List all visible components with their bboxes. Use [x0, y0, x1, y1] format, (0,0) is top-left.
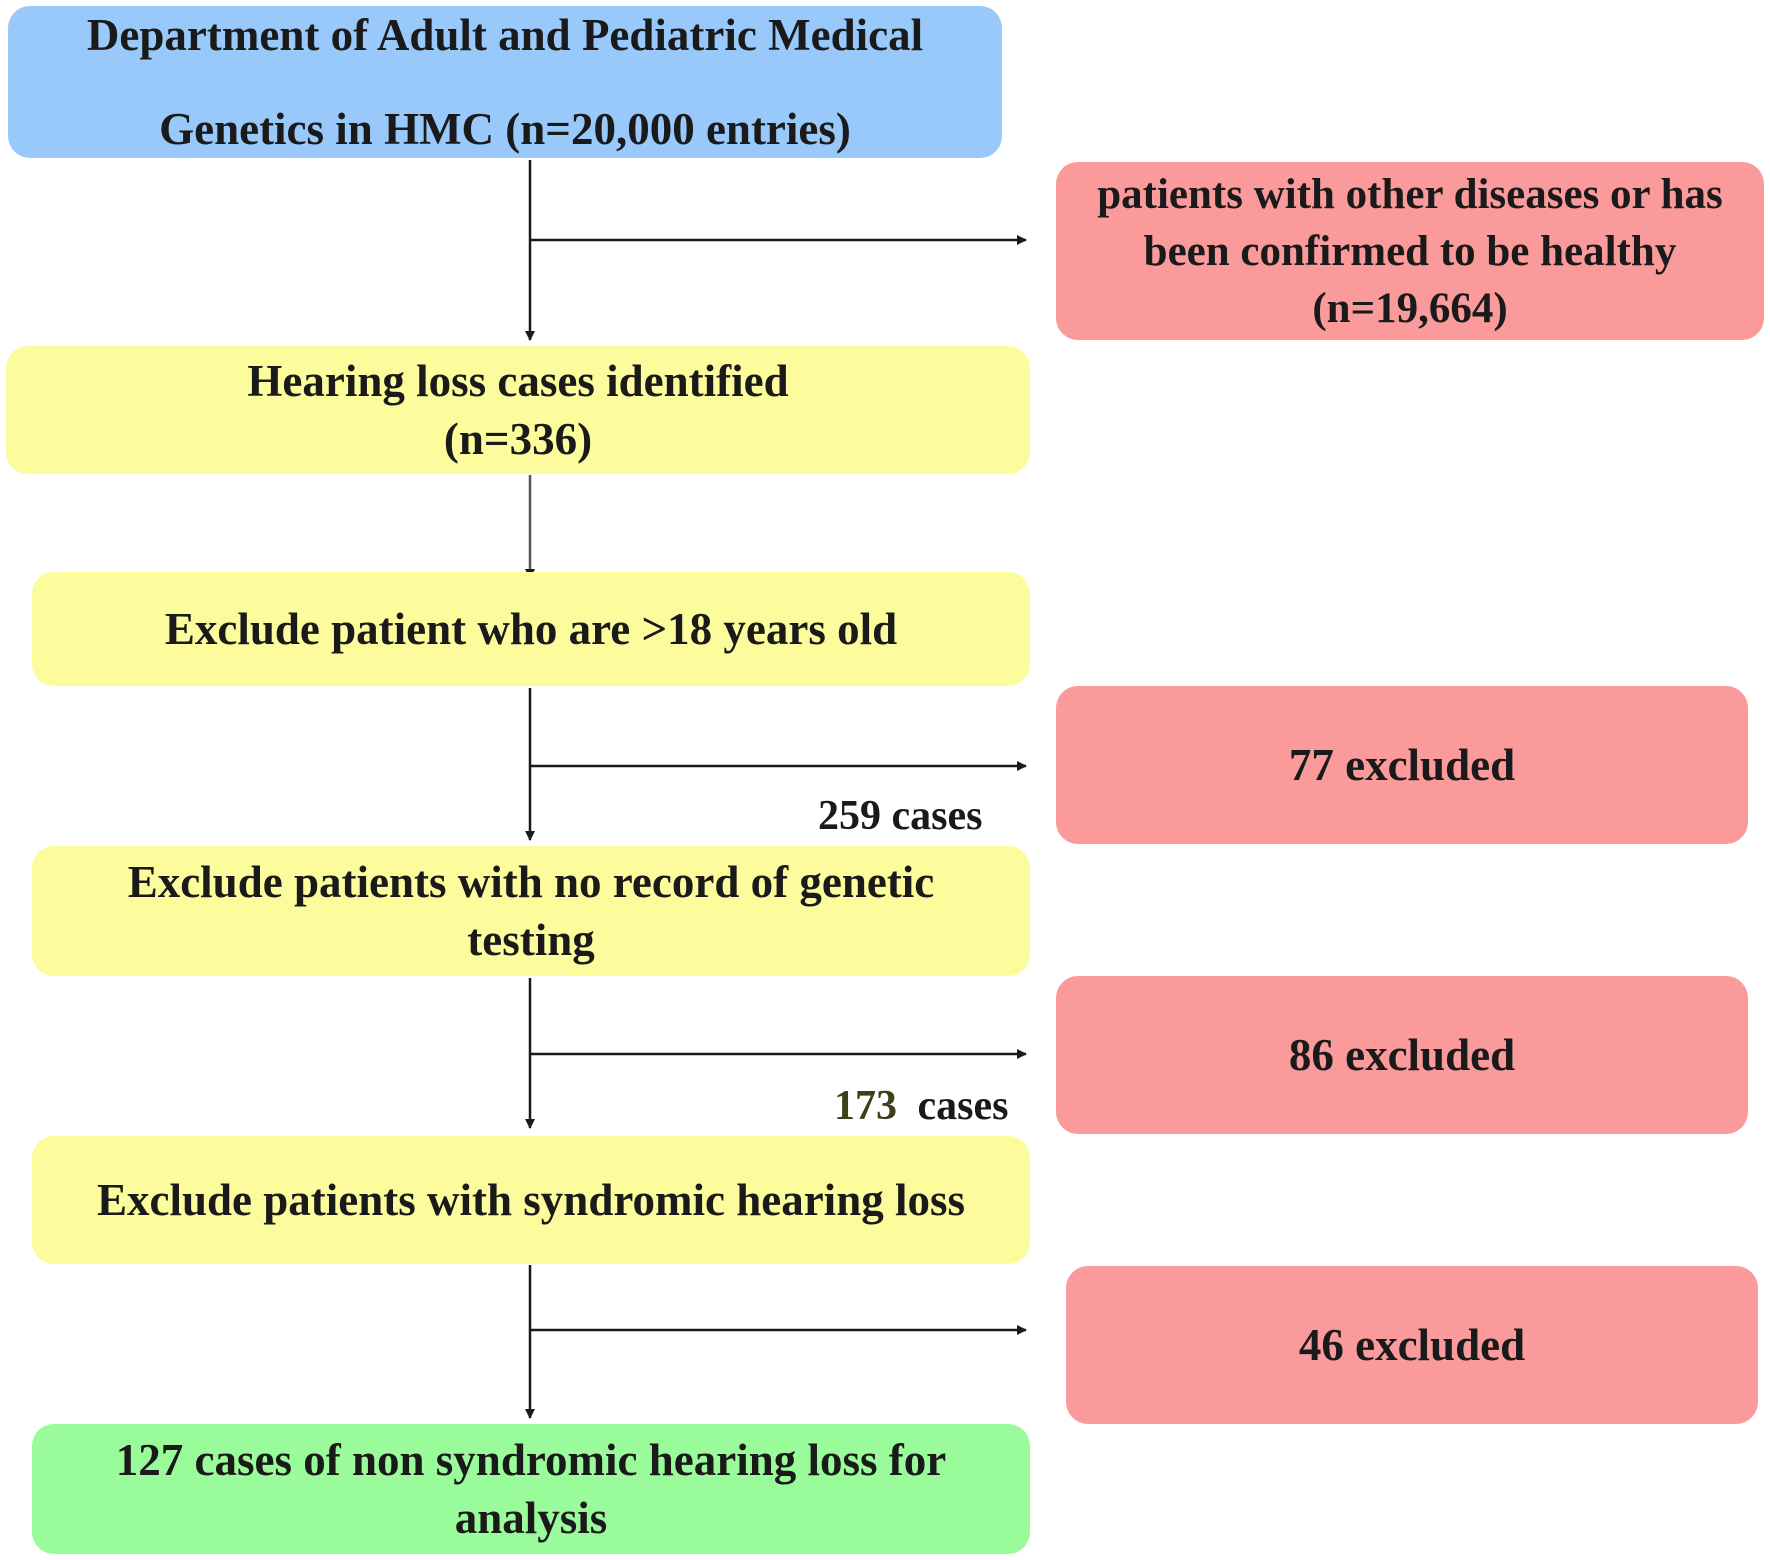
excluded-86-label: 86 excluded — [1288, 1030, 1516, 1080]
exclude-syndromic-box: Exclude patients with syndromic hearing … — [32, 1136, 1030, 1264]
source-line-2: Genetics in HMC (n=20,000 entries) — [159, 104, 851, 154]
exclude-no-genetic-testing-box: Exclude patients with no record of genet… — [32, 846, 1030, 976]
excl-other-line-2: been confirmed to be healthy — [1143, 227, 1677, 275]
excluded-77-label: 77 excluded — [1288, 740, 1516, 790]
excluded-46-box: 46 excluded — [1066, 1266, 1758, 1424]
exclude-age-box: Exclude patient who are >18 years old — [32, 572, 1030, 686]
excl-other-line-3: (n=19,664) — [1312, 284, 1508, 332]
excluded-77-box: 77 excluded — [1056, 686, 1748, 844]
cases-259-label: 259 cases — [818, 793, 983, 839]
identified-line-1: Hearing loss cases identified — [247, 356, 789, 406]
no-genetic-line-2: testing — [467, 915, 595, 965]
no-genetic-line-1: Exclude patients with no record of genet… — [127, 857, 935, 907]
cases-173-word: cases — [917, 1083, 1009, 1129]
source-line-1: Department of Adult and Pediatric Medica… — [86, 10, 924, 60]
final-line-1: 127 cases of non syndromic hearing loss … — [115, 1435, 947, 1485]
excluded-86-box: 86 excluded — [1056, 976, 1748, 1134]
syndromic-line: Exclude patients with syndromic hearing … — [96, 1175, 965, 1225]
excluded-other-diseases-box: patients with other diseases or has been… — [1056, 162, 1764, 340]
source-box: Department of Adult and Pediatric Medica… — [8, 6, 1002, 158]
final-line-2: analysis — [454, 1493, 608, 1543]
identified-line-2: (n=336) — [443, 414, 593, 464]
cases-173-label: 173 cases — [834, 1082, 1008, 1130]
cases-173-number: 173 — [834, 1083, 897, 1129]
final-analysis-box: 127 cases of non syndromic hearing loss … — [32, 1424, 1030, 1554]
hearing-loss-identified-box: Hearing loss cases identified (n=336) — [6, 346, 1030, 474]
excluded-46-label: 46 excluded — [1298, 1320, 1526, 1370]
exclude-age-line: Exclude patient who are >18 years old — [164, 604, 898, 654]
excl-other-line-1: patients with other diseases or has — [1097, 170, 1723, 218]
